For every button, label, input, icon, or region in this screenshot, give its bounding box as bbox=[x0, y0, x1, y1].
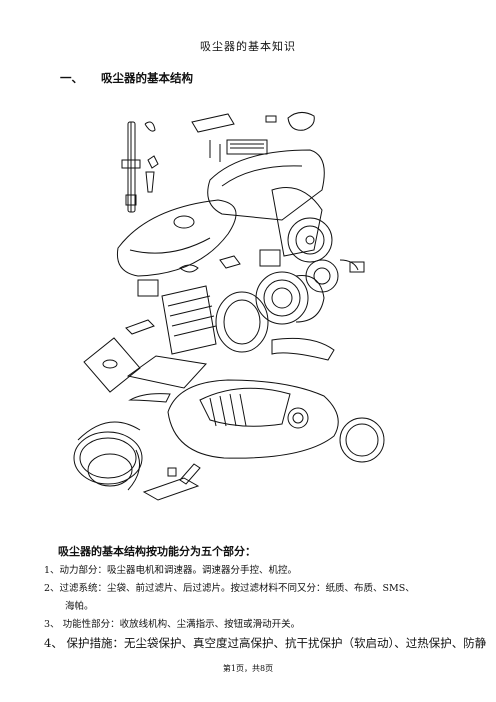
list-item: 4、 保护措施：无尘袋保护、真空度过高保护、抗干扰保护（软启动）、过热保护、防静 bbox=[44, 636, 487, 650]
handle-part bbox=[191, 113, 235, 133]
list-item: 3、 功能性部分：收放线机构、尘满指示、按钮或滑动开关。 bbox=[44, 619, 301, 630]
section-heading: 一、 吸尘器的基本结构 bbox=[60, 70, 193, 86]
list-item: 2、过滤系统：尘袋、前过滤片、后过滤片。按过滤材料不同又分：纸质、布质、SMS、 bbox=[44, 583, 415, 594]
page-title: 吸尘器的基本知识 bbox=[200, 40, 296, 53]
main-lid-part bbox=[116, 199, 237, 277]
wheel-cover-part bbox=[339, 417, 385, 463]
upper-shell-part bbox=[207, 149, 325, 221]
filter-frame-part bbox=[161, 285, 217, 355]
page-footer: 第1页，共8页 bbox=[222, 664, 274, 673]
telescopic-tube-part bbox=[121, 121, 141, 213]
tray-part bbox=[126, 355, 207, 389]
wheel-part bbox=[287, 407, 309, 429]
filter-disc-part bbox=[215, 291, 269, 353]
function-parts-list: 1、动力部分：吸尘器电机和调速器。调速器分手控、机控。 2、过滤系统：尘袋、前过… bbox=[44, 562, 487, 652]
motor-part bbox=[255, 259, 339, 325]
list-item: 1、动力部分：吸尘器电机和调速器。调速器分手控、机控。 bbox=[44, 565, 298, 576]
dust-bag-part bbox=[83, 337, 141, 393]
hose-part bbox=[73, 421, 143, 491]
base-body-part bbox=[167, 379, 339, 459]
section-title: 吸尘器的基本结构 bbox=[101, 71, 193, 85]
vacuum-exploded-diagram bbox=[73, 112, 385, 501]
gasket-part bbox=[271, 337, 335, 361]
switch-part bbox=[259, 249, 281, 267]
floor-nozzle-part bbox=[142, 463, 201, 501]
list-item-continuation: 海帕。 bbox=[65, 601, 94, 612]
cord-reel-part bbox=[287, 217, 333, 263]
section-number: 一、 bbox=[60, 71, 83, 85]
structure-intro: 吸尘器的基本结构按功能分为五个部分： bbox=[58, 545, 256, 558]
